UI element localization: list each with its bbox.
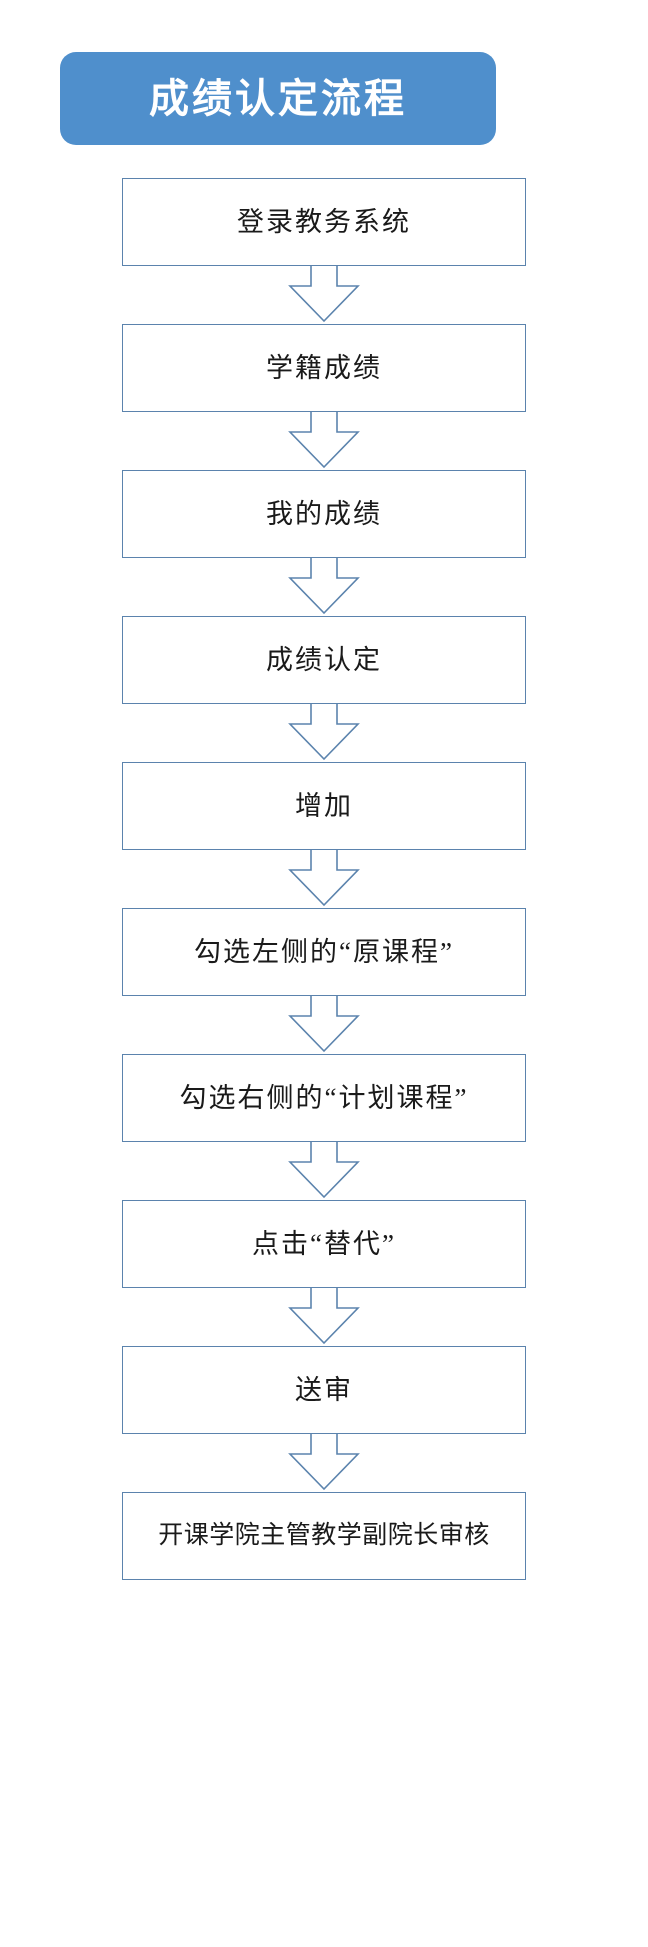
down-arrow-icon-5 bbox=[282, 850, 366, 908]
flow-step-5: 增加 bbox=[0, 762, 648, 850]
process-box-submit-for-review[interactable]: 送审 bbox=[122, 1346, 526, 1434]
flowchart-title-text: 成绩认定流程 bbox=[149, 76, 407, 121]
flow-step-2: 学籍成绩 bbox=[0, 324, 648, 412]
down-arrow-icon-4 bbox=[282, 704, 366, 762]
flow-step-4: 成绩认定 bbox=[0, 616, 648, 704]
process-box-select-planned-course[interactable]: 勾选右侧的“计划课程” bbox=[122, 1054, 526, 1142]
down-arrow-icon-6 bbox=[282, 996, 366, 1054]
flow-step-8: 点击“替代” bbox=[0, 1200, 648, 1288]
process-box-student-record-grades[interactable]: 学籍成绩 bbox=[122, 324, 526, 412]
down-arrow-icon-7 bbox=[282, 1142, 366, 1200]
process-box-add[interactable]: 增加 bbox=[122, 762, 526, 850]
flow-step-9: 送审 bbox=[0, 1346, 648, 1434]
flow-step-10: 开课学院主管教学副院长审核 bbox=[0, 1492, 648, 1580]
process-box-label: 我的成绩 bbox=[266, 498, 382, 529]
process-box-label: 学籍成绩 bbox=[266, 352, 382, 383]
down-arrow-icon-9 bbox=[282, 1434, 366, 1492]
process-box-my-grades[interactable]: 我的成绩 bbox=[122, 470, 526, 558]
process-box-vice-dean-approval[interactable]: 开课学院主管教学副院长审核 bbox=[122, 1492, 526, 1580]
flow-step-3: 我的成绩 bbox=[0, 470, 648, 558]
process-box-label: 送审 bbox=[295, 1374, 353, 1405]
process-box-click-substitute[interactable]: 点击“替代” bbox=[122, 1200, 526, 1288]
down-arrow-icon-1 bbox=[282, 266, 366, 324]
process-box-label: 勾选左侧的“原课程” bbox=[194, 936, 454, 967]
flowchart-title-banner: 成绩认定流程 bbox=[60, 52, 496, 145]
process-box-label: 点击“替代” bbox=[252, 1228, 396, 1259]
process-box-label: 勾选右侧的“计划课程” bbox=[179, 1082, 469, 1113]
flowchart-steps-column: 登录教务系统 学籍成绩 我的成绩 bbox=[0, 178, 648, 1580]
process-box-label: 成绩认定 bbox=[266, 644, 382, 675]
process-box-login[interactable]: 登录教务系统 bbox=[122, 178, 526, 266]
down-arrow-icon-3 bbox=[282, 558, 366, 616]
flow-step-7: 勾选右侧的“计划课程” bbox=[0, 1054, 648, 1142]
process-box-label: 登录教务系统 bbox=[237, 206, 411, 237]
process-box-label: 开课学院主管教学副院长审核 bbox=[158, 1522, 490, 1549]
process-box-label: 增加 bbox=[295, 790, 353, 821]
process-box-select-original-course[interactable]: 勾选左侧的“原课程” bbox=[122, 908, 526, 996]
down-arrow-icon-2 bbox=[282, 412, 366, 470]
process-box-grade-recognition[interactable]: 成绩认定 bbox=[122, 616, 526, 704]
flow-step-1: 登录教务系统 bbox=[0, 178, 648, 266]
down-arrow-icon-8 bbox=[282, 1288, 366, 1346]
flow-step-6: 勾选左侧的“原课程” bbox=[0, 908, 648, 996]
